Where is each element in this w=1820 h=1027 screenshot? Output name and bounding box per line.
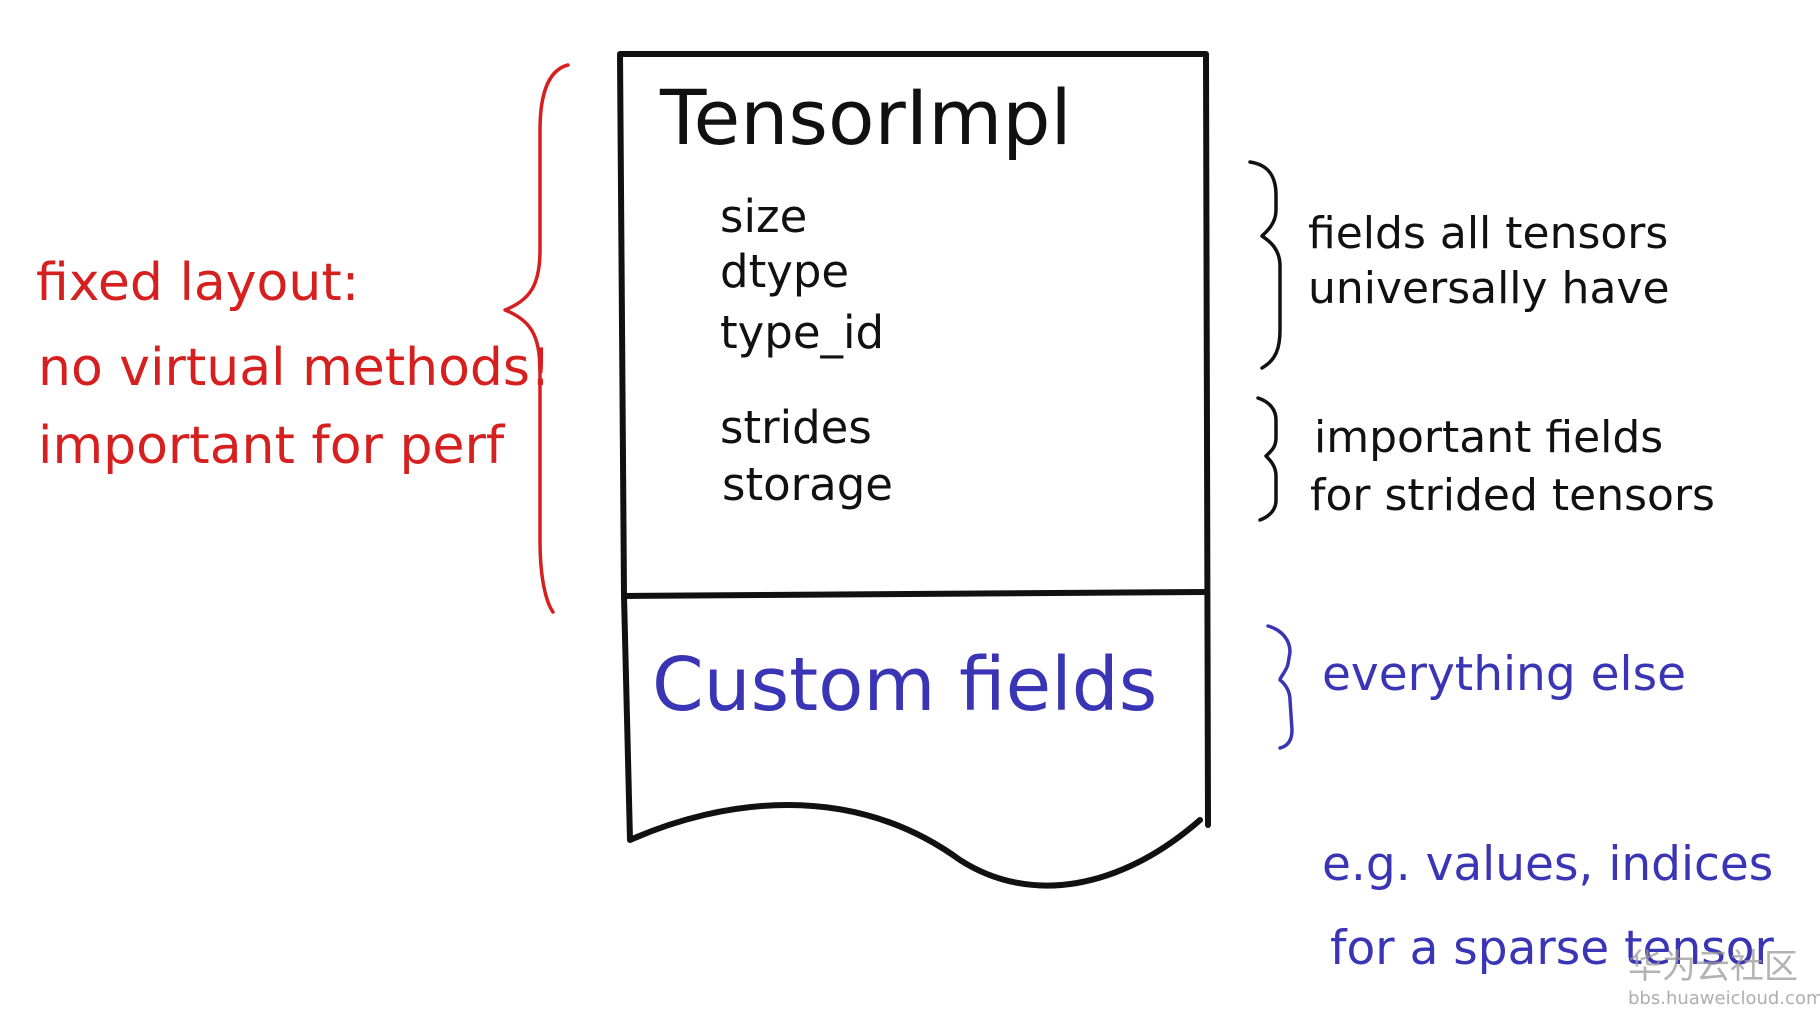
common-fields-brace	[1248, 160, 1282, 370]
left-note-line-3: important for perf	[38, 416, 506, 476]
left-note-line-1: fixed layout:	[36, 253, 359, 313]
common-fields-note-line-2: universally have	[1308, 263, 1670, 314]
custom-fields-brace	[1266, 624, 1294, 750]
strided-fields-brace	[1256, 396, 1278, 522]
fixed-custom-divider	[621, 589, 1209, 599]
tensorimpl-title: TensorImpl	[659, 73, 1072, 162]
example-note-line-1: e.g. values, indices	[1322, 837, 1773, 892]
strided-fields-note-line-2: for strided tensors	[1310, 470, 1715, 521]
field-dtype: dtype	[720, 245, 849, 298]
tensorimpl-box-outline	[617, 51, 1211, 889]
field-storage: storage	[722, 458, 893, 511]
watermark-title: 华为云社区	[1628, 947, 1798, 987]
field-size: size	[720, 190, 807, 243]
common-fields-note-line-1: fields all tensors	[1308, 208, 1668, 259]
field-type-id: type_id	[720, 306, 884, 359]
left-note-line-2: no virtual methods!	[38, 338, 551, 398]
strided-fields-note-line-1: important fields	[1314, 412, 1663, 463]
watermark-url: bbs.huaweicloud.com	[1628, 988, 1820, 1009]
example-note-line-2: for a sparse tensor	[1330, 921, 1774, 976]
fixed-layout-brace	[503, 63, 570, 614]
field-strides: strides	[720, 401, 872, 454]
custom-fields-note: everything else	[1322, 647, 1686, 702]
custom-fields-label: Custom fields	[652, 642, 1157, 728]
